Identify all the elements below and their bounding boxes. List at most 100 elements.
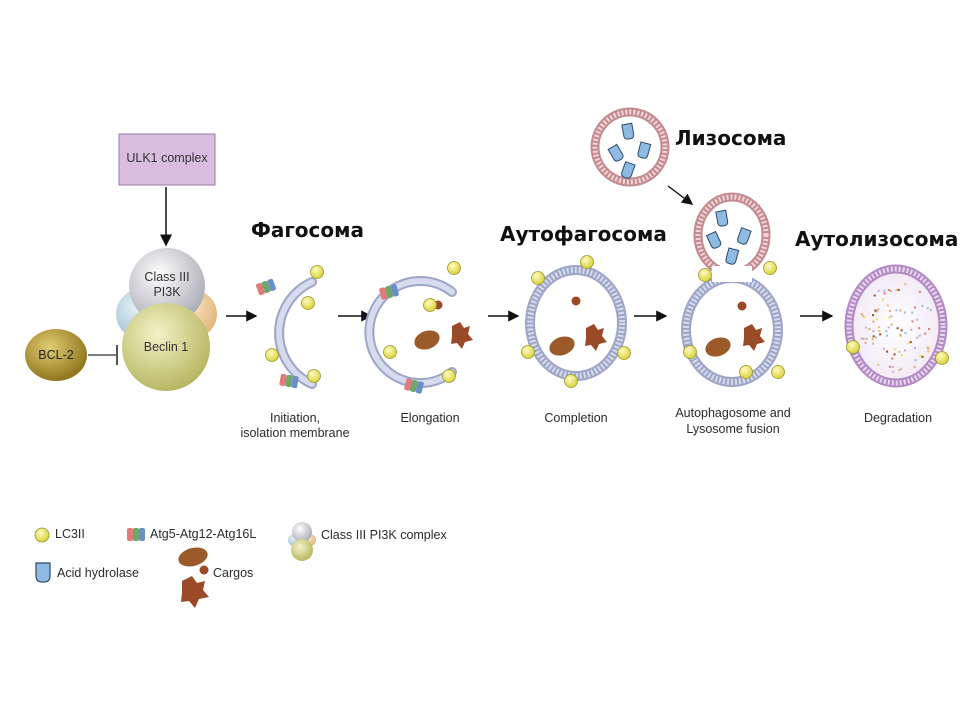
class3-label: Class III <box>144 270 190 284</box>
degradation-debris <box>860 283 932 373</box>
lc3-dot <box>442 369 456 383</box>
atg-complex <box>379 284 399 300</box>
debris-particle <box>861 315 864 318</box>
debris-particle <box>878 326 881 329</box>
debris-particle <box>891 365 894 368</box>
atg-complex <box>404 378 424 394</box>
debris-particle <box>926 346 929 349</box>
debris-particle <box>877 363 880 366</box>
debris-particle <box>868 328 871 331</box>
debris-particle <box>883 289 886 292</box>
debris-particle <box>871 338 874 341</box>
acid-hydrolase <box>621 161 636 179</box>
debris-particle <box>901 354 903 357</box>
lc3-dots <box>265 255 949 388</box>
cargo-fusion <box>705 301 765 357</box>
atg-complex <box>256 278 276 296</box>
acid-hydrolase <box>621 122 635 140</box>
debris-particle <box>914 359 917 362</box>
debris-particle <box>889 290 892 292</box>
beclin-sphere <box>122 303 210 391</box>
debris-particle <box>918 334 921 337</box>
lc3-dot <box>447 261 461 275</box>
lc3-dot <box>423 298 437 312</box>
stage-degradation: Degradation <box>863 411 933 425</box>
isolation-membrane <box>274 277 317 389</box>
debris-particle <box>874 309 877 312</box>
debris-particle <box>899 309 902 312</box>
debris-particle <box>896 327 899 330</box>
debris-particle <box>882 347 885 350</box>
debris-particle <box>898 369 901 372</box>
debris-particle <box>918 327 921 330</box>
debris-particle <box>914 306 916 309</box>
legend-hydrolase-icon <box>35 562 51 583</box>
legend-lc3-label: LC3II <box>55 527 85 541</box>
debris-particle <box>900 329 903 332</box>
debris-particle <box>911 320 914 323</box>
lc3-dot <box>265 348 279 362</box>
lc3-dot <box>763 261 777 275</box>
lc3-dot <box>771 365 785 379</box>
debris-particle <box>877 308 880 311</box>
debris-particle <box>913 366 916 369</box>
debris-particle <box>918 290 921 293</box>
lc3-dot <box>739 365 753 379</box>
stage-initiation-line1: Initiation, <box>269 411 321 425</box>
debris-particle <box>886 334 888 337</box>
title-lysosome: Лизосома <box>675 126 787 150</box>
beclin-label: Beclin 1 <box>143 340 189 354</box>
title-phagosome: Фагосома <box>251 218 364 242</box>
pi3k-label: PI3K <box>153 285 181 299</box>
debris-particle <box>900 367 903 370</box>
debris-particle <box>895 309 898 312</box>
acid-hydrolase <box>705 230 722 249</box>
cargo-elongation <box>414 300 473 350</box>
debris-particle <box>899 335 902 338</box>
debris-particle <box>872 320 875 323</box>
debris-particle <box>919 355 922 357</box>
acid-hydrolase <box>737 227 752 245</box>
debris-particle <box>926 307 929 310</box>
lc3-dot <box>683 345 697 359</box>
debris-particle <box>885 330 888 333</box>
debris-particle <box>913 347 916 350</box>
debris-particle <box>887 289 890 291</box>
acid-hydrolase <box>715 209 729 227</box>
legend-lc3-icon <box>34 527 50 543</box>
debris-particle <box>903 349 906 352</box>
debris-particle <box>891 357 894 360</box>
autolysosome <box>844 264 948 388</box>
debris-particle <box>872 342 874 345</box>
debris-particle <box>921 305 924 307</box>
debris-particle <box>865 337 868 340</box>
ulk1-complex-label: ULK1 complex <box>126 151 208 165</box>
debris-particle <box>886 350 889 353</box>
debris-particle <box>862 337 865 340</box>
lysosome-arrow <box>667 185 694 205</box>
lc3-dot <box>935 351 949 365</box>
debris-particle <box>897 288 900 291</box>
bcl2-label: BCL-2 <box>38 348 74 362</box>
debris-particle <box>874 336 877 339</box>
debris-particle <box>883 292 886 295</box>
debris-particle <box>921 355 924 358</box>
debris-particle <box>860 313 863 316</box>
lc3-dot <box>564 374 578 388</box>
debris-particle <box>889 309 892 312</box>
debris-particle <box>887 326 890 329</box>
debris-particle <box>882 298 885 301</box>
debris-particle <box>928 328 931 331</box>
cargo-completion <box>549 296 607 356</box>
debris-particle <box>872 330 875 333</box>
debris-particle <box>875 318 878 321</box>
autophagosome-membrane <box>525 265 627 381</box>
legend-hydrolase-label: Acid hydrolase <box>57 566 139 580</box>
debris-particle <box>886 304 889 307</box>
lc3-dot <box>301 296 315 310</box>
legend-pi3k-label: Class III PI3K complex <box>321 528 447 542</box>
class3-pi3k-sphere <box>129 248 205 324</box>
lysosome <box>590 107 670 187</box>
debris-particle <box>924 332 927 335</box>
